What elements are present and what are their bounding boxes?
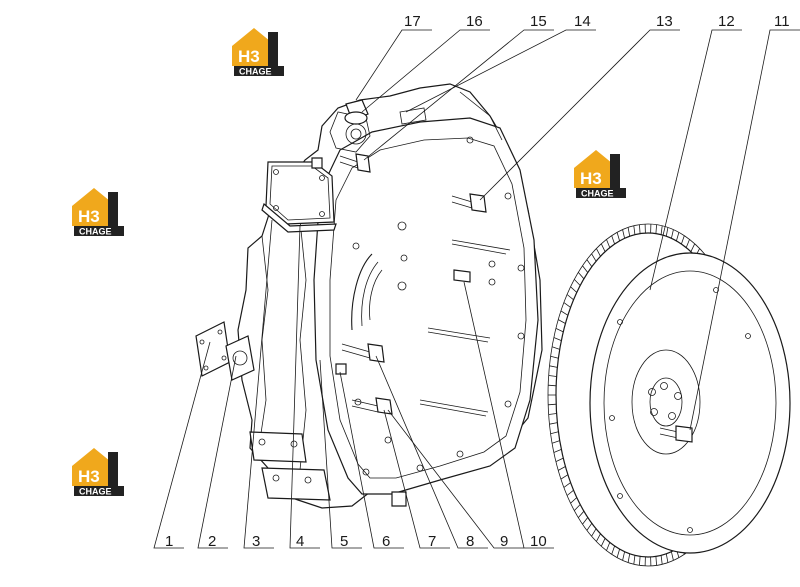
logo-mark-text: H3 (580, 169, 602, 188)
callout-labels: 17 16 15 14 13 12 11 1 2 3 4 5 6 7 8 9 1… (165, 13, 790, 550)
inspection-cover-top (261, 161, 337, 233)
callout-17: 17 (404, 13, 421, 30)
leader-lines (153, 29, 800, 549)
callout-11: 11 (774, 13, 790, 30)
callout-7: 7 (428, 533, 436, 550)
callout-12: 12 (718, 13, 735, 30)
logo-mark-text: H3 (238, 47, 260, 66)
logo-mark-text: H3 (78, 467, 100, 486)
callout-4: 4 (296, 533, 304, 550)
brand-logo-1: H3 CHAGE (232, 28, 284, 77)
flywheel (547, 223, 791, 567)
callout-3: 3 (252, 533, 260, 550)
logo-name-text: CHAGE (581, 189, 614, 199)
logo-name-text: CHAGE (79, 227, 112, 237)
callout-6: 6 (382, 533, 390, 550)
brand-logo-4: H3 CHAGE (72, 448, 124, 497)
mounting-foot (249, 431, 331, 501)
callout-9: 9 (500, 533, 508, 550)
logo-name-text: CHAGE (239, 67, 272, 77)
callout-1: 1 (165, 533, 173, 550)
callout-14: 14 (574, 13, 591, 30)
callout-15: 15 (530, 13, 547, 30)
callout-2: 2 (208, 533, 216, 550)
callout-10: 10 (530, 533, 547, 550)
callout-16: 16 (466, 13, 483, 30)
callout-13: 13 (656, 13, 673, 30)
brand-logo-3: H3 CHAGE (574, 150, 626, 199)
callout-5: 5 (340, 533, 348, 550)
callout-8: 8 (466, 533, 474, 550)
logo-mark-text: H3 (78, 207, 100, 226)
brand-logo-2: H3 CHAGE (72, 188, 124, 237)
logo-name-text: CHAGE (79, 487, 112, 497)
